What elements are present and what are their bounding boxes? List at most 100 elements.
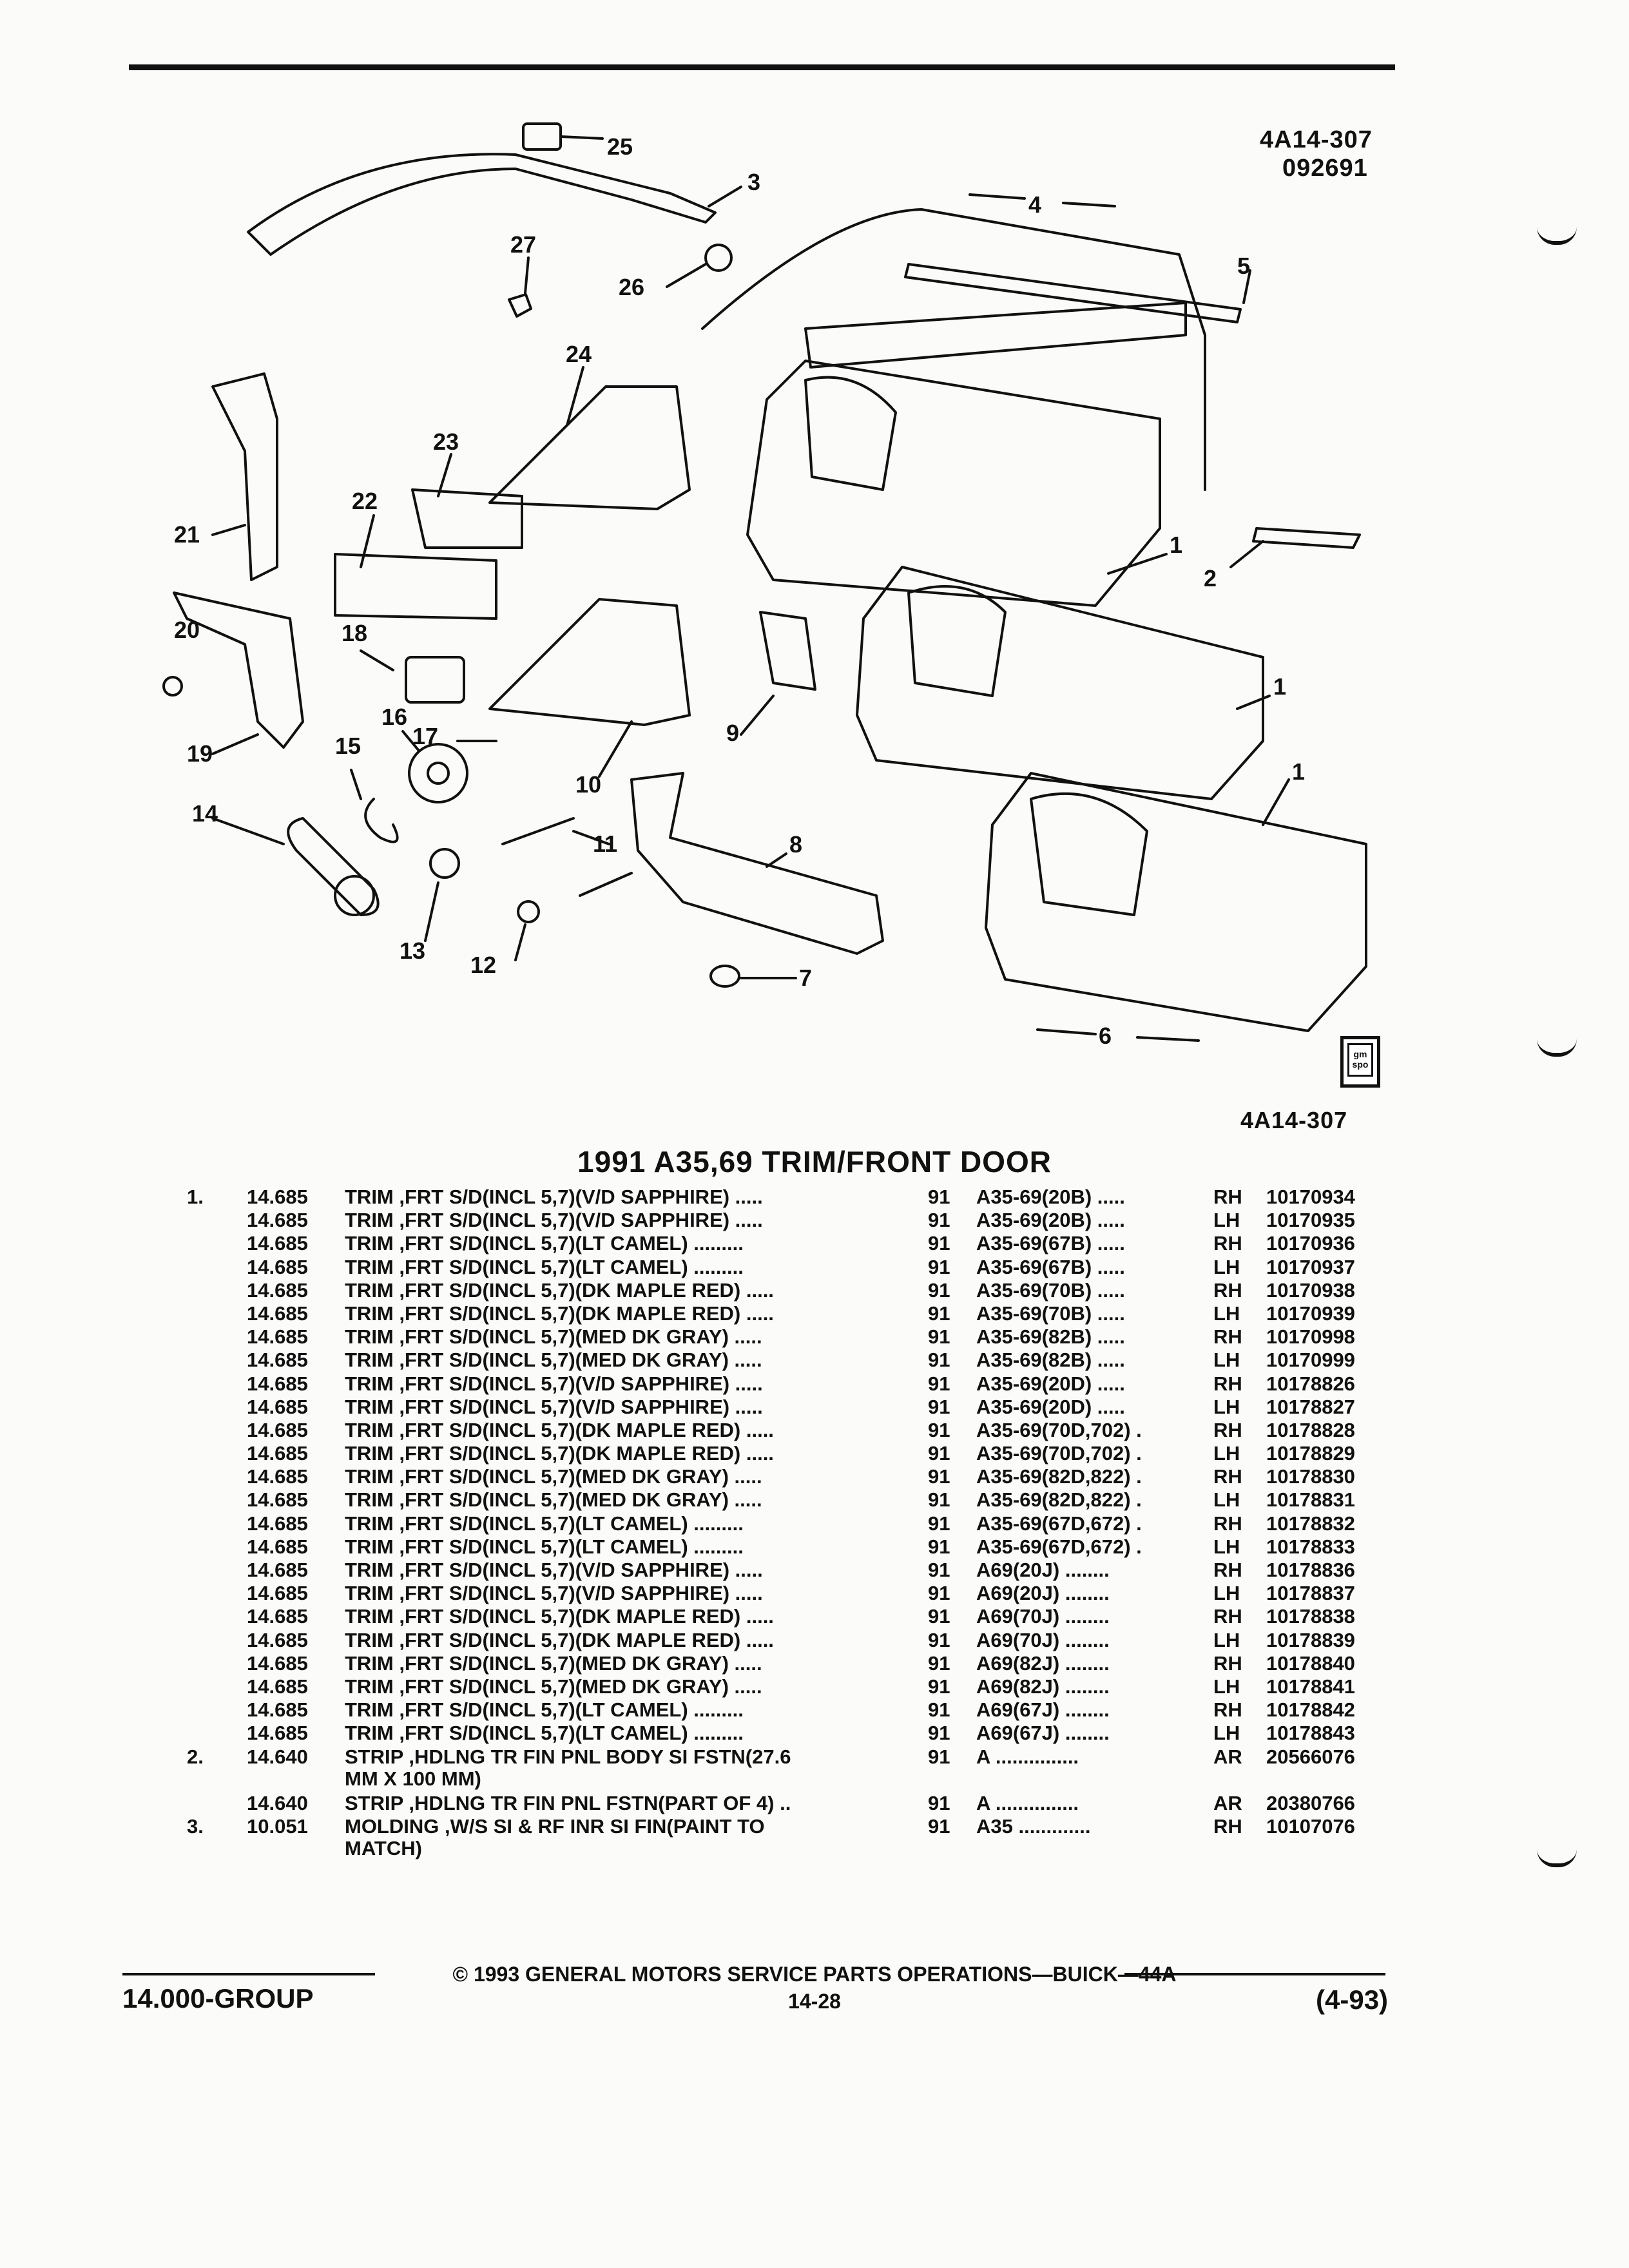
parts-model-cell: A35-69(82D,822) .	[976, 1488, 1142, 1512]
parts-model-cell: A69(82J) ........	[976, 1675, 1110, 1698]
figure-id: 4A14-307	[1260, 126, 1373, 153]
callout-label: 9	[726, 720, 739, 746]
parts-desc-cell: TRIM ,FRT S/D(INCL 5,7)(MED DK GRAY) ...…	[345, 1675, 762, 1698]
parts-model-cell: A69(20J) ........	[976, 1582, 1110, 1605]
parts-side-cell: LH	[1213, 1582, 1240, 1605]
parts-part-cell: 20380766	[1266, 1791, 1355, 1814]
callout-label: 3	[747, 169, 760, 195]
strip-5-part	[904, 263, 1242, 323]
parts-part-cell: 10178831	[1266, 1488, 1355, 1512]
switch-23-part	[411, 488, 523, 549]
parts-group-cell: 14.685	[247, 1651, 308, 1675]
parts-model-cell: A35-69(20B) .....	[976, 1209, 1125, 1232]
parts-group-cell: 10.051	[247, 1814, 308, 1838]
parts-side-cell: LH	[1213, 1255, 1240, 1278]
parts-year-cell: 91	[928, 1349, 950, 1372]
callout-label: 2	[1204, 565, 1217, 591]
parts-group-cell: 14.685	[247, 1675, 308, 1698]
parts-desc-continuation-cell: MATCH)	[345, 1836, 422, 1860]
parts-part-cell: 10170937	[1266, 1255, 1355, 1278]
fastener-26-part	[704, 244, 733, 272]
parts-desc-cell: TRIM ,FRT S/D(INCL 5,7)(V/D SAPPHIRE) ..…	[345, 1209, 763, 1232]
parts-model-cell: A35-69(20D) .....	[976, 1395, 1125, 1418]
footer-page-number: 14-28	[788, 1990, 841, 2013]
parts-side-cell: LH	[1213, 1442, 1240, 1465]
parts-model-cell: A35-69(67B) .....	[976, 1232, 1125, 1255]
callout-label: 1	[1170, 532, 1182, 558]
parts-model-cell: A35 .............	[976, 1814, 1091, 1838]
parts-group-cell: 14.685	[247, 1372, 308, 1395]
parts-side-cell: LH	[1213, 1488, 1240, 1512]
parts-group-cell: 14.640	[247, 1791, 308, 1814]
parts-model-cell: A35-69(82D,822) .	[976, 1465, 1142, 1488]
parts-side-cell: LH	[1213, 1722, 1240, 1745]
parts-group-cell: 14.640	[247, 1745, 308, 1768]
parts-year-cell: 91	[928, 1372, 950, 1395]
callout-label: 11	[593, 831, 617, 857]
parts-year-cell: 91	[928, 1325, 950, 1349]
screw-12-part	[517, 900, 540, 923]
parts-side-cell: LH	[1213, 1209, 1240, 1232]
parts-year-cell: 91	[928, 1442, 950, 1465]
parts-group-cell: 14.685	[247, 1418, 308, 1441]
parts-desc-cell: TRIM ,FRT S/D(INCL 5,7)(V/D SAPPHIRE) ..…	[345, 1582, 763, 1605]
parts-desc-cell: TRIM ,FRT S/D(INCL 5,7)(LT CAMEL) ......…	[345, 1512, 744, 1535]
escutcheon-16-part	[408, 743, 468, 803]
callout-label: 27	[510, 231, 536, 258]
parts-part-cell: 10170999	[1266, 1349, 1355, 1372]
section-title: 1991 A35,69 TRIM/FRONT DOOR	[577, 1145, 1052, 1178]
parts-group-cell: 14.685	[247, 1278, 308, 1302]
parts-part-cell: 10178842	[1266, 1698, 1355, 1722]
parts-part-cell: 20566076	[1266, 1745, 1355, 1768]
bezel-24-part	[488, 385, 691, 510]
parts-year-cell: 91	[928, 1186, 950, 1208]
switch-18-part	[405, 656, 465, 704]
screw-20-part	[162, 676, 183, 697]
screw-27-part	[508, 293, 532, 318]
door-trim-panel-front-part	[985, 772, 1367, 1032]
parts-desc-cell: TRIM ,FRT S/D(INCL 5,7)(MED DK GRAY) ...…	[345, 1325, 762, 1349]
callout-label: 14	[192, 800, 218, 827]
parts-desc-cell: TRIM ,FRT S/D(INCL 5,7)(LT CAMEL) ......…	[345, 1698, 744, 1722]
footer-copyright: © 1993 GENERAL MOTORS SERVICE PARTS OPER…	[452, 1963, 1177, 1986]
strip-2-part	[1252, 527, 1361, 549]
parts-group-cell: 14.685	[247, 1465, 308, 1488]
parts-desc-continuation-cell: MM X 100 MM)	[345, 1767, 481, 1790]
parts-side-cell: AR	[1213, 1745, 1242, 1768]
callout-label: 13	[400, 937, 425, 964]
callout-label: 20	[174, 617, 200, 643]
parts-side-cell: LH	[1213, 1535, 1240, 1558]
armrest-8-part	[630, 772, 884, 955]
figure-id-bottom: 4A14-307	[1240, 1107, 1348, 1133]
gm-spo-logo-text: gm spo	[1347, 1043, 1373, 1077]
parts-model-cell: A69(67J) ........	[976, 1722, 1110, 1745]
footer-rule-right	[1124, 1973, 1385, 1975]
parts-part-cell: 10170938	[1266, 1278, 1355, 1302]
callout-label: 26	[619, 274, 644, 300]
parts-year-cell: 91	[928, 1814, 950, 1838]
parts-group-cell: 14.685	[247, 1628, 308, 1651]
parts-group-cell: 14.685	[247, 1559, 308, 1581]
parts-side-cell: RH	[1213, 1465, 1242, 1488]
parts-year-cell: 91	[928, 1628, 950, 1651]
parts-part-cell: 10170939	[1266, 1302, 1355, 1325]
callout-label: 16	[381, 704, 407, 730]
parts-desc-cell: MOLDING ,W/S SI & RF INR SI FIN(PAINT TO	[345, 1814, 765, 1838]
parts-side-cell: RH	[1213, 1605, 1242, 1628]
parts-side-cell: LH	[1213, 1302, 1240, 1325]
parts-ref-cell: 2.	[187, 1745, 204, 1768]
callout-label: 12	[470, 952, 496, 978]
footer-rule-left	[122, 1973, 375, 1975]
door-trim-exploded-diagram: 25 3 27 26 4 5 24 23 22 21 2 1 1 1 20 18…	[162, 122, 1367, 1049]
callout-label: 19	[187, 740, 213, 767]
parts-desc-cell: TRIM ,FRT S/D(INCL 5,7)(LT CAMEL) ......…	[345, 1255, 744, 1278]
